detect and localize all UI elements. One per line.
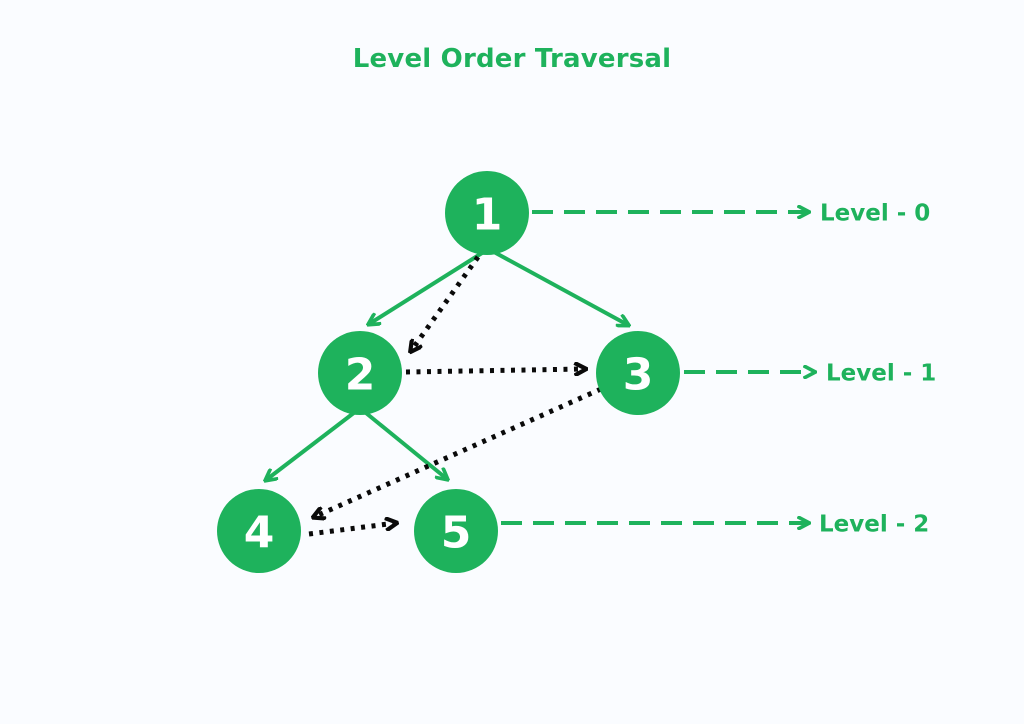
tree-node-5 [414,489,498,573]
level-lines-layer [501,212,814,523]
node-label-4: 4 [244,507,275,558]
tree-node-4 [217,489,301,573]
node-label-5: 5 [441,507,472,558]
tree-nodes-layer: 1 2 3 4 5 [217,171,680,573]
level-labels-layer: Level - 0 Level - 1 Level - 2 [819,200,936,537]
tree-edge-1-3 [493,250,628,325]
level-label-0: Level - 0 [820,200,930,226]
tree-edge-1-2 [369,251,484,324]
level-label-1: Level - 1 [826,360,936,386]
diagram-title: Level Order Traversal [352,44,672,74]
node-label-3: 3 [623,349,654,400]
traversal-arrow-4-5 [308,523,396,537]
traversal-arrow-1-2 [411,255,481,351]
tree-node-2 [318,331,402,415]
traversal-arrow-2-3 [405,369,585,372]
tree-node-3 [596,331,680,415]
tree-edge-2-4 [266,410,357,480]
tree-node-1 [445,171,529,255]
tree-edges-layer [266,250,628,480]
traversal-arrows-layer [308,255,603,537]
tree-edge-2-5 [364,411,447,479]
node-label-2: 2 [345,349,376,400]
level-label-2: Level - 2 [819,511,929,537]
node-label-1: 1 [472,189,503,240]
